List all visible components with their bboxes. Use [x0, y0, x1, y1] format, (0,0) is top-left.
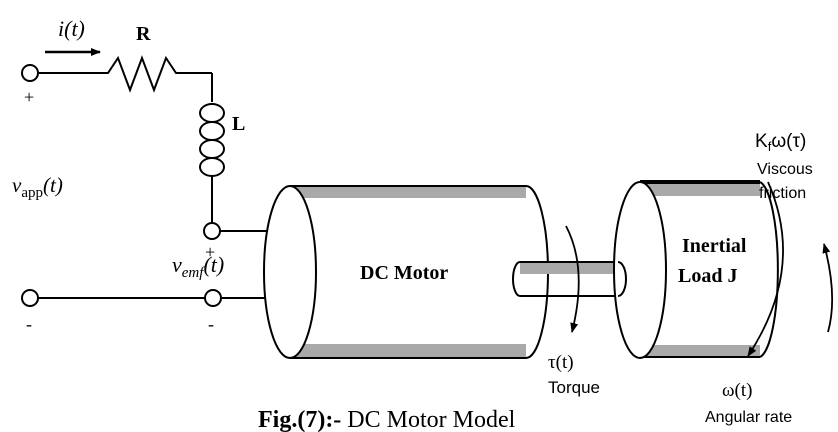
vapp-label: vapp(t) [12, 173, 63, 201]
current-label: i(t) [58, 16, 85, 41]
shaft-end [617, 261, 627, 297]
emf-minus-sign: - [208, 314, 214, 334]
dc-motor-cylinder [263, 185, 549, 359]
omega-label: Angular rate [705, 409, 792, 426]
omega-symbol: ω(t) [722, 380, 752, 401]
emf-terminal-negative [204, 289, 222, 307]
input-terminal-negative [21, 289, 39, 307]
terminal-minus-sign: - [26, 314, 32, 334]
vemf-label: vemf(t) [172, 252, 224, 281]
torque-label: Torque [548, 378, 600, 397]
motor-shaft [512, 261, 628, 297]
inductor-label: L [232, 113, 245, 135]
load-label-line1: Inertial [682, 235, 747, 257]
input-terminal-positive [21, 64, 39, 82]
friction-expression: Kfω(τ) [755, 131, 806, 154]
motor-label: DC Motor [360, 262, 448, 284]
angular-rate-arrow [747, 181, 784, 357]
resistor [38, 55, 212, 93]
resistor-label: R [136, 23, 151, 45]
friction-label-line3: friction [759, 185, 806, 202]
figure-caption: Fig.(7):- DC Motor Model [258, 407, 516, 432]
emf-plus-sign: + [205, 242, 215, 262]
load-label-line2: Load J [678, 265, 737, 287]
inductor [199, 103, 225, 177]
inertial-load-cylinder [613, 180, 779, 359]
torque-arrow [565, 225, 580, 333]
terminal-plus-sign: + [24, 87, 34, 107]
friction-label-line2: Viscous [757, 161, 813, 178]
friction-arrow [822, 243, 834, 333]
emf-terminal-positive [203, 222, 221, 240]
torque-symbol: τ(t) [548, 352, 574, 373]
